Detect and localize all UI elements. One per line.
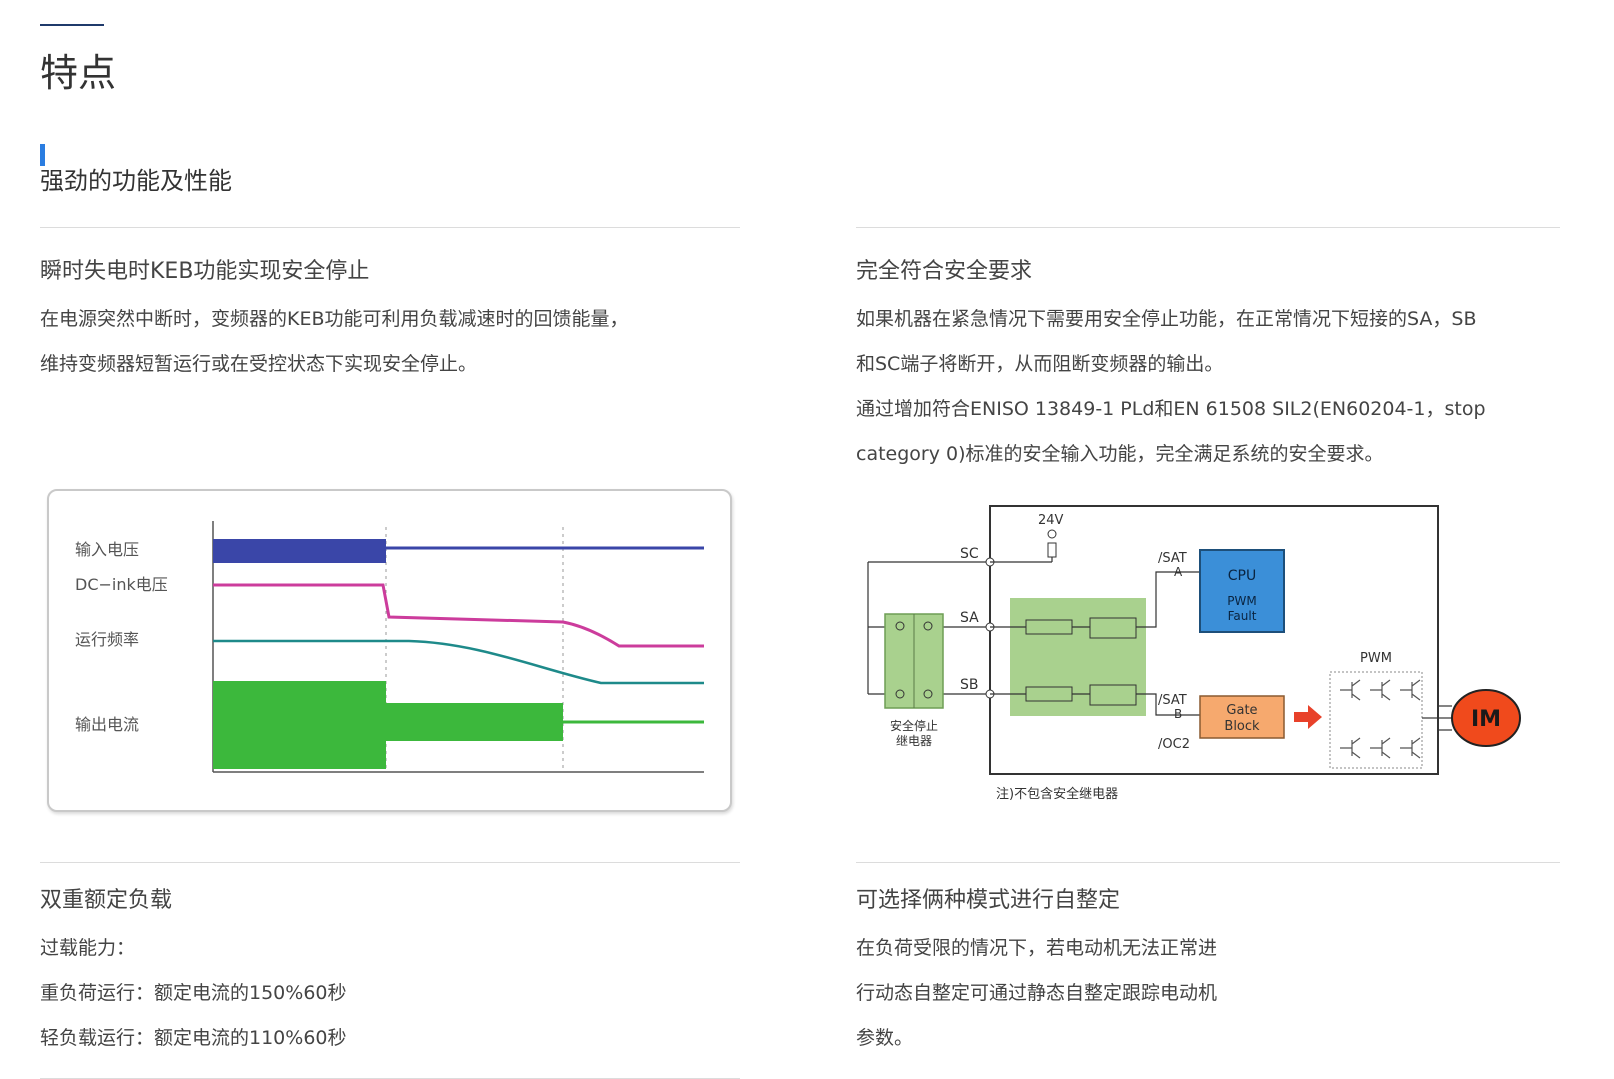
input-circuit-block: [1010, 598, 1146, 716]
relay-contact: [895, 689, 905, 699]
cpu-label: CPU: [1228, 568, 1256, 584]
safety-circuit-diagram: 安全停止 继电器 SC SA SB 24V /SAT A /SAT B /OC2…: [867, 505, 1521, 802]
feature-body: 在负荷受限的情况下，若电动机无法正常进 行动态自整定可通过静态自整定跟踪电动机 …: [856, 926, 1576, 1061]
relay-contact: [895, 621, 905, 631]
divider: [40, 227, 740, 228]
feature-body: 过载能力： 重负荷运行：额定电流的150%60秒 轻负载运行：额定电流的110%…: [40, 926, 750, 1061]
pwm-fault-label-2: Fault: [1228, 609, 1257, 623]
section-accent-bar: [40, 144, 45, 166]
label-sc: SC: [960, 546, 979, 562]
relay-label-2: 继电器: [896, 734, 932, 748]
wire-to-gate: [1136, 693, 1200, 716]
igbt-bridge: [1329, 671, 1423, 769]
igbt-lower-row: [1340, 737, 1421, 759]
label-input-voltage: 输入电压: [75, 540, 139, 559]
pwm-label: PWM: [1360, 651, 1392, 666]
label-sat-b: /SAT: [1158, 693, 1187, 708]
feature-title: 完全符合安全要求: [856, 259, 1033, 284]
feature-title: 可选择俩种模式进行自整定: [856, 888, 1121, 913]
feature-safety: 完全符合安全要求 如果机器在紧急情况下需要用安全停止功能，在正常情况下短接的SA…: [856, 257, 1576, 477]
signal-arrow: [1294, 705, 1322, 729]
pwm-fault-label-1: PWM: [1227, 594, 1256, 608]
label-run-frequency: 运行频率: [75, 630, 139, 649]
gate-block: [1199, 695, 1285, 739]
feature-line: 参数。: [856, 1027, 914, 1049]
feature-line: 在负荷受限的情况下，若电动机无法正常进: [856, 937, 1218, 959]
feature-line: 重负荷运行：额定电流的150%60秒: [40, 982, 347, 1004]
gate-label-1: Gate: [1226, 703, 1257, 718]
optocoupler-a: [1089, 617, 1137, 639]
waveform-diagram: 输入电压 DC−ink电压 运行频率 输出电流: [75, 521, 704, 773]
feature-line: 行动态自整定可通过静态自整定跟踪电动机: [856, 982, 1218, 1004]
label-b: B: [1174, 707, 1182, 721]
feature-line: 在电源突然中断时，变频器的KEB功能可利用负载减速时的回馈能量，: [40, 308, 629, 330]
circuit-note: 注)不包含安全继电器: [996, 786, 1118, 802]
label-a: A: [1174, 565, 1183, 579]
feature-line: 如果机器在紧急情况下需要用安全停止功能，在正常情况下短接的SA，SB: [856, 308, 1477, 330]
output-current-band-mid: [386, 703, 563, 741]
inverter-enclosure: [989, 505, 1439, 775]
motor-label: IM: [1471, 707, 1501, 732]
label-oc2: /OC2: [1158, 737, 1190, 752]
feature-body: 如果机器在紧急情况下需要用安全停止功能，在正常情况下短接的SA，SB 和SC端子…: [856, 297, 1576, 477]
feature-line: 维持变频器短暂运行或在受控状态下实现安全停止。: [40, 353, 478, 375]
supply-node: [1047, 529, 1057, 539]
feature-line: 通过增加符合ENISO 13849-1 PLd和EN 61508 SIL2(EN…: [856, 398, 1486, 420]
section-title: 强劲的功能及性能: [40, 167, 232, 195]
igbt-upper-row: [1340, 679, 1421, 701]
output-current-band-high: [213, 681, 386, 769]
relay-contact: [923, 689, 933, 699]
feature-keb: 瞬时失电时KEB功能实现安全停止 在电源突然中断时，变频器的KEB功能可利用负载…: [40, 257, 750, 387]
label-sb: SB: [960, 677, 979, 693]
label-output-current: 输出电流: [75, 715, 139, 734]
optocoupler-b: [1089, 684, 1137, 706]
waveform-panel: 输入电压 DC−ink电压 运行频率 输出电流: [47, 489, 732, 812]
gate-label-2: Block: [1224, 719, 1260, 734]
run-frequency-line: [213, 639, 704, 685]
label-sa: SA: [960, 610, 979, 626]
relay-contact: [923, 621, 933, 631]
feature-title: 双重额定负载: [40, 888, 173, 913]
dc-link-voltage-line: [213, 583, 704, 648]
page-title: 特点: [40, 51, 117, 95]
pullup-resistor: [1047, 542, 1057, 558]
cpu-block: [1199, 549, 1285, 633]
feature-line: 轻负载运行：额定电流的110%60秒: [40, 1027, 347, 1049]
label-dc-link-voltage: DC−ink电压: [75, 575, 168, 594]
feature-dual-rating: 双重额定负载 过载能力： 重负荷运行：额定电流的150%60秒 轻负载运行：额定…: [40, 886, 750, 1061]
label-24v: 24V: [1038, 513, 1064, 528]
relay-label-1: 安全停止: [890, 718, 938, 733]
motor-im: [1451, 689, 1521, 747]
feature-line: 过载能力：: [40, 937, 136, 959]
feature-title: 瞬时失电时KEB功能实现安全停止: [40, 259, 370, 284]
feature-body: 在电源突然中断时，变频器的KEB功能可利用负载减速时的回馈能量， 维持变频器短暂…: [40, 297, 750, 387]
title-underline: [40, 24, 104, 26]
divider: [856, 862, 1560, 863]
label-sat-a: /SAT: [1158, 551, 1187, 566]
feature-line: 和SC端子将断开，从而阻断变频器的输出。: [856, 353, 1224, 375]
input-voltage-noise: [213, 539, 386, 563]
divider: [40, 862, 740, 863]
feature-line: category 0)标准的安全输入功能，完全满足系统的安全要求。: [856, 443, 1384, 465]
divider: [856, 227, 1560, 228]
feature-autotune: 可选择俩种模式进行自整定 在负荷受限的情况下，若电动机无法正常进 行动态自整定可…: [856, 886, 1576, 1061]
wire-to-cpu: [1136, 571, 1200, 628]
